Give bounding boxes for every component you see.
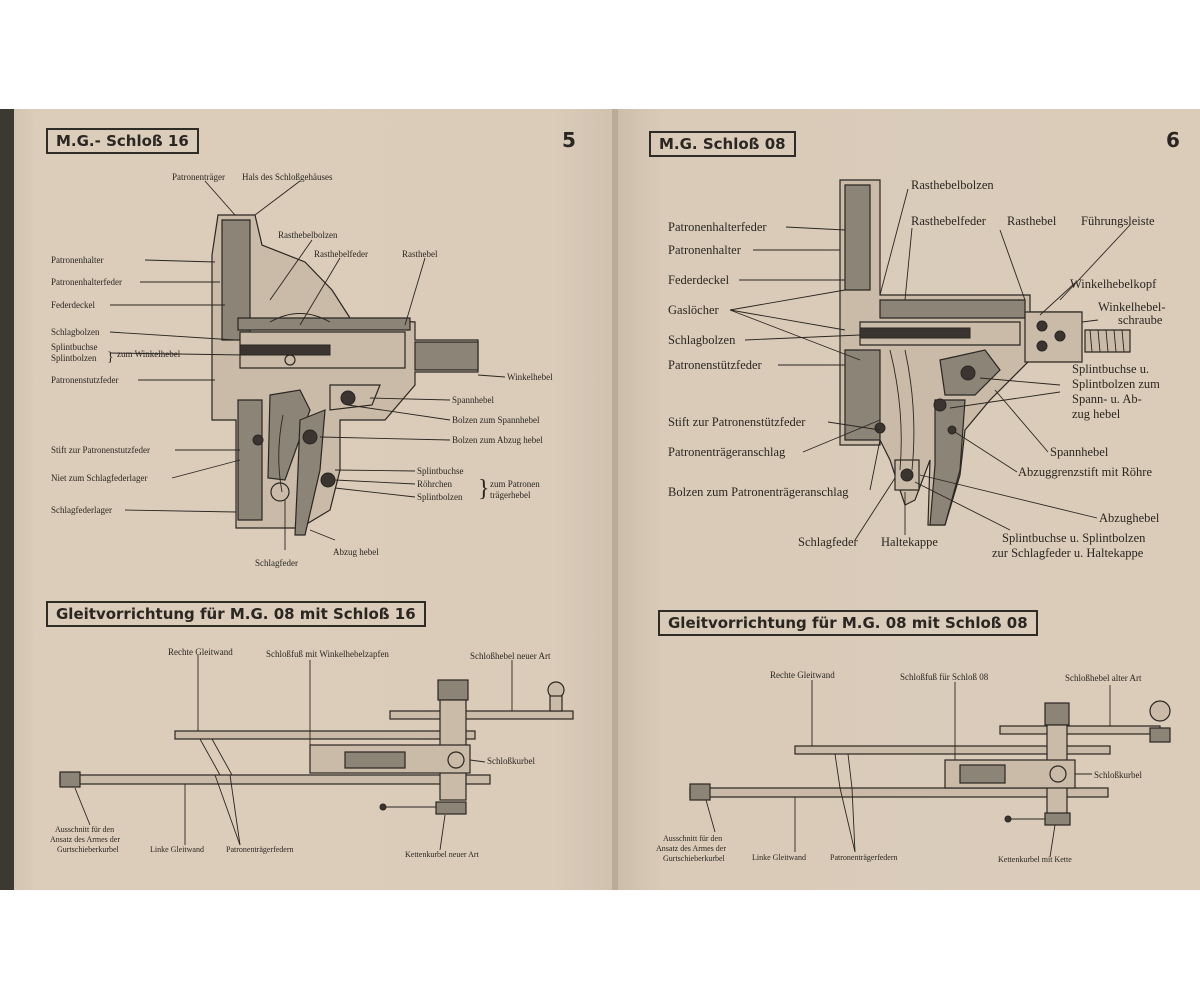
label-r-anschlag: Patronenträgeranschlag <box>668 445 786 459</box>
label-r-splint-4: zug hebel <box>1072 407 1121 421</box>
book-edge <box>0 109 14 890</box>
brace-winkelhebel: } <box>107 350 114 365</box>
label-traegerhebel: trägerhebel <box>490 490 531 500</box>
label-r-winkelhebelschraube-2: schraube <box>1118 313 1163 327</box>
label-s08-ausschnitt-3: Gurtschieberkurbel <box>663 854 726 863</box>
label-r-rasthebelbolzen: Rasthebelbolzen <box>911 178 994 192</box>
label-r-splint-2: Splintbolzen zum <box>1072 377 1160 391</box>
label-r-fuehrungsleiste: Führungsleiste <box>1081 214 1155 228</box>
label-patronenhalterfeder: Patronenhalterfeder <box>51 277 122 287</box>
label-schlagfederlager: Schlagfederlager <box>51 505 112 515</box>
label-splintbuchse2: Splintbuchse <box>417 466 464 476</box>
left-lock-title: M.G.- Schloß 16 <box>46 128 199 154</box>
slide-08-leaders <box>705 680 1111 858</box>
label-bolzen-abzughebel: Bolzen zum Abzug hebel <box>452 435 543 445</box>
label-schlagfeder: Schlagfeder <box>255 558 298 568</box>
label-zum-patronen: zum Patronen <box>490 479 540 489</box>
label-r-rasthebel: Rasthebel <box>1007 214 1057 228</box>
label-rasthebel: Rasthebel <box>402 249 438 259</box>
label-r-haltekappe: Haltekappe <box>881 535 938 549</box>
label-s16-federn: Patronenträgerfedern <box>226 845 294 854</box>
label-s16-ausschnitt-2: Ansatz des Armes der <box>50 835 120 844</box>
label-hals: Hals des Schloßgehäuses <box>242 172 333 182</box>
label-stift: Stift zur Patronenstutzfeder <box>51 445 150 455</box>
label-s08-schlosskurbel: Schloßkurbel <box>1094 770 1142 780</box>
label-s16-ausschnitt-3: Gurtschieberkurbel <box>57 845 120 854</box>
label-s08-rechte: Rechte Gleitwand <box>770 670 835 680</box>
label-spannhebel: Spannhebel <box>452 395 494 405</box>
label-s16-schlosshebel: Schloßhebel neuer Art <box>470 651 551 661</box>
label-niet: Niet zum Schlagfederlager <box>51 473 147 483</box>
label-r-schlagbolzen: Schlagbolzen <box>668 333 736 347</box>
book-gutter <box>612 109 618 890</box>
slide-16-drawing <box>59 679 574 815</box>
label-rasthebelfeder: Rasthebelfeder <box>314 249 368 259</box>
label-r-splint-3: Spann- u. Ab- <box>1072 392 1142 406</box>
label-patronenstuetzfeder: Patronenstutzfeder <box>51 375 118 385</box>
label-r-splint-1: Splintbuchse u. <box>1072 362 1149 376</box>
label-s08-kettenkurbel: Kettenkurbel mit Kette <box>998 855 1072 864</box>
brace-patronen: } <box>478 476 490 502</box>
label-patronentraeger: Patronenträger <box>172 172 225 182</box>
label-zum-winkelhebel: zum Winkelhebel <box>117 349 181 359</box>
label-r-abzuggrenzstift: Abzuggrenzstift mit Röhre <box>1018 465 1152 479</box>
label-s16-linke: Linke Gleitwand <box>150 845 204 854</box>
label-s08-schlosshebel: Schloßhebel alter Art <box>1065 673 1142 683</box>
right-slide-title: Gleitvorrichtung für M.G. 08 mit Schloß … <box>658 610 1038 636</box>
right-lock-title: M.G. Schloß 08 <box>649 131 796 157</box>
label-bolzen-spannhebel: Bolzen zum Spannhebel <box>452 415 540 425</box>
slide-16-leaders <box>74 655 513 851</box>
right-page-number: 6 <box>1166 128 1180 152</box>
label-r-spannhebel: Spannhebel <box>1050 445 1109 459</box>
label-r-bolzen-anschlag: Bolzen zum Patronenträgeranschlag <box>668 485 849 499</box>
label-splintbolzen2: Splintbolzen <box>417 492 463 502</box>
left-page-number: 5 <box>562 128 576 152</box>
label-r-patronenhalter: Patronenhalter <box>668 243 742 257</box>
label-r-winkelhebelschraube-1: Winkelhebel- <box>1098 300 1166 314</box>
label-splintbuchse: Splintbuchse <box>51 342 98 352</box>
label-rasthebelbolzen: Rasthebelbolzen <box>278 230 338 240</box>
label-r-winkelhebelkopf: Winkelhebelkopf <box>1070 277 1157 291</box>
lock-16-drawing <box>211 214 479 536</box>
slide-08-drawing <box>689 700 1171 826</box>
label-schlagbolzen: Schlagbolzen <box>51 327 100 337</box>
label-winkelhebel: Winkelhebel <box>507 372 553 382</box>
label-r-schlagfeder: Schlagfeder <box>798 535 859 549</box>
left-slide-title: Gleitvorrichtung für M.G. 08 mit Schloß … <box>46 601 426 627</box>
label-s16-schlosskurbel: Schloßkurbel <box>487 756 535 766</box>
label-s08-ausschnitt-2: Ansatz des Armes der <box>656 844 726 853</box>
label-r-abzughebel: Abzughebel <box>1099 511 1160 525</box>
label-s16-ausschnitt-1: Ausschnitt für den <box>55 825 114 834</box>
label-r-splint-sf-1: Splintbuchse u. Splintbolzen <box>1002 531 1146 545</box>
label-abzughebel: Abzug hebel <box>333 547 379 557</box>
label-r-gasloecher: Gaslöcher <box>668 303 720 317</box>
label-s08-federn: Patronenträgerfedern <box>830 853 898 862</box>
label-r-federdeckel: Federdeckel <box>668 273 730 287</box>
label-splintbolzen: Splintbolzen <box>51 353 97 363</box>
lock-08-drawing <box>839 179 1131 526</box>
lock-16-leaders <box>109 180 506 550</box>
label-s08-ausschnitt-1: Ausschnitt für den <box>663 834 722 843</box>
label-s16-rechte: Rechte Gleitwand <box>168 647 233 657</box>
label-s16-kettenkurbel: Kettenkurbel neuer Art <box>405 850 480 859</box>
label-s08-schlossfuss: Schloßfuß für Schloß 08 <box>900 672 989 682</box>
label-patronenhalter: Patronenhalter <box>51 255 103 265</box>
label-r-patronenstuetzfeder: Patronenstützfeder <box>668 358 763 372</box>
label-roehrchen: Röhrchen <box>417 479 452 489</box>
label-federdeckel: Federdeckel <box>51 300 95 310</box>
label-r-stift: Stift zur Patronenstützfeder <box>668 415 806 429</box>
lock-08-leaders <box>729 188 1131 541</box>
label-s16-schlossfuss: Schloßfuß mit Winkelhebelzapfen <box>266 649 389 659</box>
label-r-rasthebelfeder: Rasthebelfeder <box>911 214 987 228</box>
label-s08-linke: Linke Gleitwand <box>752 853 806 862</box>
label-r-splint-sf-2: zur Schlagfeder u. Haltekappe <box>992 546 1144 560</box>
label-r-patronenhalterfeder: Patronenhalterfeder <box>668 220 767 234</box>
